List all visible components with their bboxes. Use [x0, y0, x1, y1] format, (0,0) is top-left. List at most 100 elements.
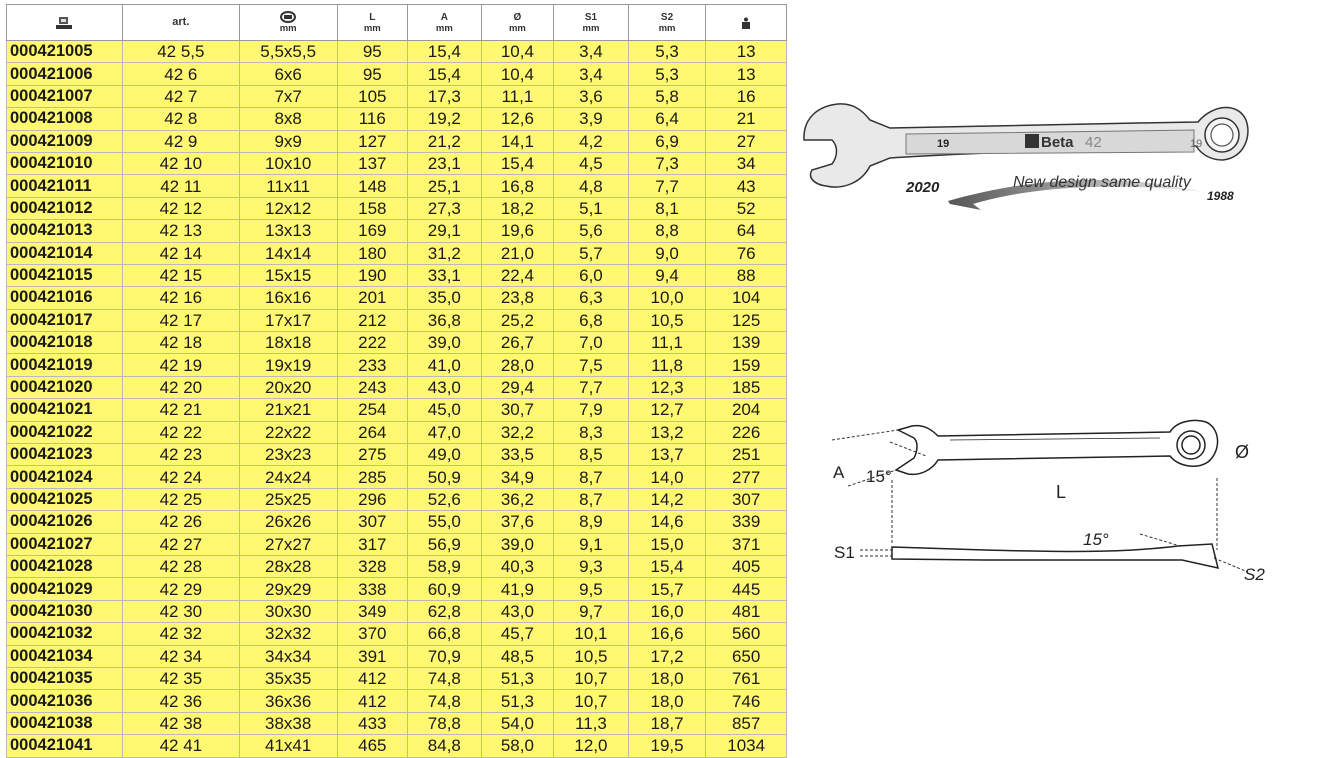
cell-a: 66,8	[407, 622, 482, 646]
cell-art: 42 22	[121, 420, 240, 445]
col-art-header: art.	[121, 4, 240, 41]
cell-l: 328	[336, 554, 409, 579]
spec-table: art. mm L mm A mm Ø mm S1	[6, 4, 787, 758]
cell-weight: 746	[705, 689, 787, 713]
cell-size: 36x36	[238, 689, 338, 713]
cell-s1: 8,5	[553, 443, 629, 467]
cell-s2: 8,8	[627, 219, 707, 243]
cell-a: 60,9	[407, 577, 482, 601]
cell-size: 26x26	[238, 510, 338, 534]
cell-weight: 34	[705, 151, 787, 176]
cell-a: 15,4	[407, 62, 482, 86]
cell-art: 42 6	[121, 62, 240, 86]
wrench-side-view	[891, 543, 1220, 569]
cell-diameter: 58,0	[480, 734, 555, 758]
cell-code: 000421035	[6, 666, 123, 691]
cell-s2: 18,7	[627, 711, 707, 736]
cell-l: 275	[336, 443, 409, 467]
cell-art: 42 25	[121, 487, 240, 512]
cell-s2: 15,7	[627, 577, 707, 601]
cell-diameter: 10,4	[480, 62, 555, 86]
cell-code: 000421012	[6, 196, 123, 221]
cell-a: 21,2	[407, 129, 482, 153]
cell-art: 42 24	[121, 465, 240, 489]
cell-s1: 10,1	[553, 622, 629, 646]
cell-art: 42 12	[121, 196, 240, 221]
cell-l: 148	[336, 174, 409, 198]
cell-weight: 650	[705, 644, 787, 668]
cell-art: 42 17	[121, 308, 240, 333]
cell-l: 127	[336, 129, 409, 153]
wrench-top-view	[894, 419, 1219, 476]
cell-art: 42 30	[121, 599, 240, 624]
col-diameter-label: Ø	[513, 11, 522, 23]
cell-a: 84,8	[407, 734, 482, 758]
cell-s1: 9,1	[553, 532, 629, 556]
cell-s1: 8,7	[553, 465, 629, 489]
cell-size: 27x27	[238, 532, 338, 556]
cell-s1: 6,0	[553, 263, 629, 288]
cell-weight: 1034	[705, 734, 787, 758]
cell-a: 49,0	[407, 443, 482, 467]
cell-code: 000421029	[6, 577, 123, 601]
cell-diameter: 16,8	[480, 174, 555, 198]
cell-size: 38x38	[238, 711, 338, 736]
cell-diameter: 14,1	[480, 129, 555, 153]
cell-a: 35,0	[407, 286, 482, 310]
cell-weight: 761	[705, 666, 787, 691]
cell-weight: 251	[705, 443, 787, 467]
cell-l: 105	[336, 84, 409, 109]
cell-size: 12x12	[238, 196, 338, 221]
cell-weight: 125	[705, 308, 787, 333]
col-s2-unit: mm	[658, 22, 676, 34]
col-a-label: A	[440, 11, 448, 23]
cell-a: 33,1	[407, 263, 482, 288]
cell-art: 42 20	[121, 375, 240, 400]
cell-s1: 7,9	[553, 398, 629, 422]
cell-a: 23,1	[407, 151, 482, 176]
cell-s2: 14,2	[627, 487, 707, 512]
year-old-label: 1988	[1207, 189, 1234, 203]
cell-code: 000421010	[6, 151, 123, 176]
cell-code: 000421008	[6, 107, 123, 131]
cell-diameter: 15,4	[480, 151, 555, 176]
cell-size: 18x18	[238, 331, 338, 355]
cell-a: 17,3	[407, 84, 482, 109]
cell-a: 15,4	[407, 39, 482, 64]
cell-art: 42 9	[121, 129, 240, 153]
cell-code: 000421023	[6, 443, 123, 467]
cell-weight: 16	[705, 84, 787, 109]
cell-diameter: 19,6	[480, 219, 555, 243]
product-figure: Beta 42 19 19 2020 New design same quali…	[803, 103, 1249, 210]
cell-weight: 13	[705, 39, 787, 64]
cell-size: 24x24	[238, 465, 338, 489]
model-number-text: 42	[1085, 134, 1102, 151]
col-l-label: L	[369, 11, 376, 23]
cell-s2: 5,8	[627, 84, 707, 109]
cell-code: 000421007	[6, 84, 123, 109]
cell-diameter: 41,9	[480, 577, 555, 601]
dimension-figure: A 15° Ø L S1 15° S2	[831, 419, 1265, 584]
cell-code: 000421009	[6, 129, 123, 153]
cell-diameter: 43,0	[480, 599, 555, 624]
cell-code: 000421038	[6, 711, 123, 736]
cell-s2: 15,4	[627, 554, 707, 579]
cell-art: 42 38	[121, 711, 240, 736]
cell-a: 74,8	[407, 666, 482, 691]
cell-s2: 16,6	[627, 622, 707, 646]
cell-a: 36,8	[407, 308, 482, 333]
cell-a: 27,3	[407, 196, 482, 221]
cell-s1: 10,7	[553, 666, 629, 691]
cell-size: 6x6	[238, 62, 338, 86]
